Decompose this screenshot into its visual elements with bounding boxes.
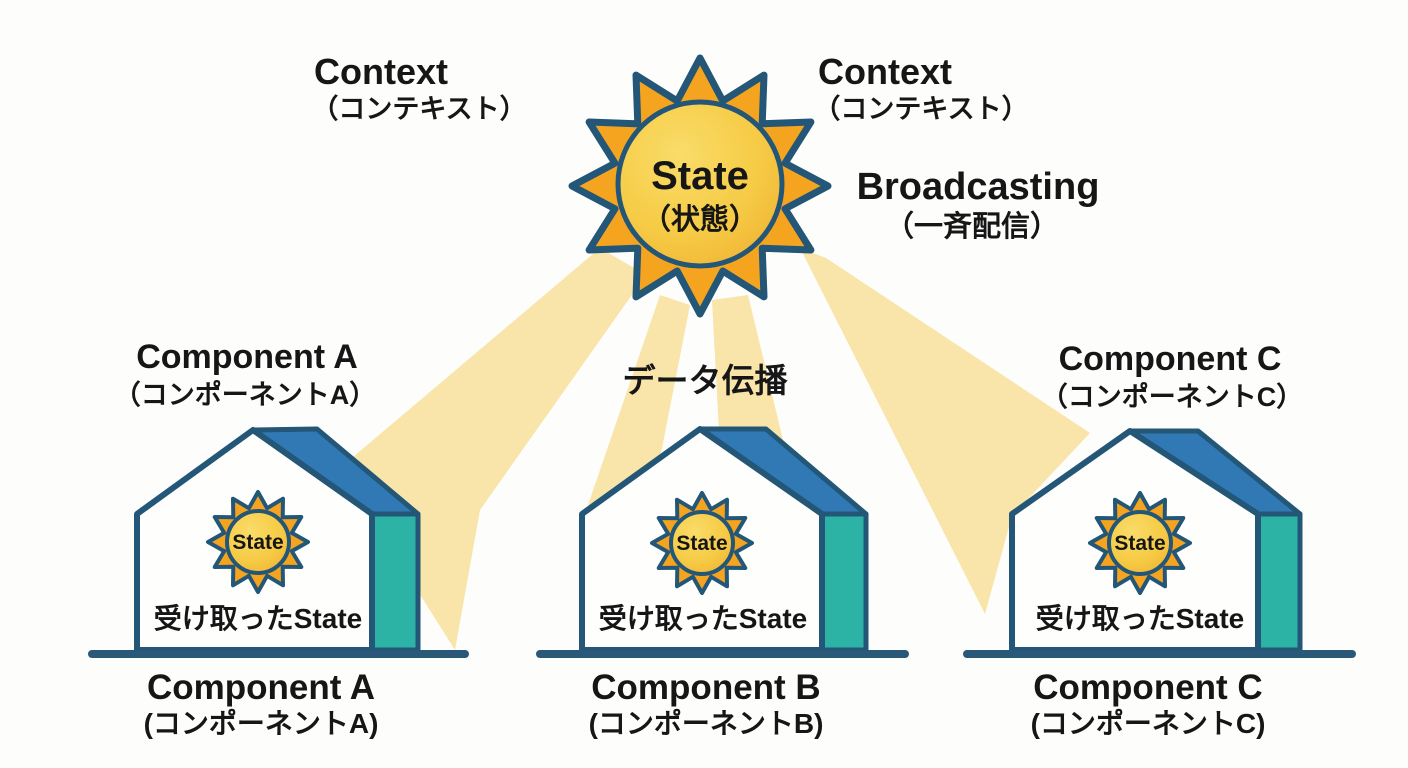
component-c-bottom-title: Component C xyxy=(1033,668,1262,707)
context-right-title: Context xyxy=(818,51,952,92)
component-b-bottom-title: Component B xyxy=(591,668,820,707)
top-labels: Context （コンテキスト） Context （コンテキスト） Broadc… xyxy=(311,51,1099,399)
beam-to-component-c xyxy=(800,248,1090,614)
component-a-top-title: Component A xyxy=(136,338,358,376)
beam-to-component-b-left xyxy=(588,295,690,520)
house-b-sun-label: State xyxy=(676,532,727,555)
house-component-a: State 受け取ったState xyxy=(88,426,469,658)
house-c-sun-core xyxy=(1107,510,1173,576)
state-label-ja: （状態） xyxy=(642,202,758,236)
component-a-bottom-subtitle: (コンポーネントA) xyxy=(144,708,379,739)
component-captions: Component A （コンポーネントA） Component C （コンポー… xyxy=(114,338,1304,739)
component-a-top-subtitle: （コンポーネントA） xyxy=(114,380,377,410)
broadcasting-title: Broadcasting xyxy=(857,166,1100,208)
house-c-side-wall xyxy=(1255,511,1303,653)
house-a-received-state: 受け取ったState xyxy=(154,603,362,634)
house-c-received-state: 受け取ったState xyxy=(1036,603,1244,634)
context-right-subtitle: （コンテキスト） xyxy=(813,94,1028,124)
house-b-sun-core xyxy=(669,510,735,576)
house-b-side-wall xyxy=(819,511,869,653)
component-a-bottom-title: Component A xyxy=(147,668,375,707)
house-a-sun-core xyxy=(225,509,291,575)
data-propagation-label: データ伝播 xyxy=(623,362,789,399)
house-a-side-wall xyxy=(369,511,421,653)
context-left-title: Context xyxy=(314,51,448,92)
house-b-received-state: 受け取ったState xyxy=(599,603,807,634)
sun-core xyxy=(615,99,785,269)
house-component-b: State 受け取ったState xyxy=(536,426,909,658)
component-c-bottom-subtitle: (コンポーネントC) xyxy=(1031,708,1266,739)
component-b-bottom-subtitle: (コンポーネントB) xyxy=(589,708,824,739)
state-label: State xyxy=(651,154,749,198)
context-left-subtitle: （コンテキスト） xyxy=(311,94,526,124)
broadcasting-subtitle: （一斉配信） xyxy=(885,210,1059,243)
house-a-sun-label: State xyxy=(232,531,283,554)
component-c-top-title: Component C xyxy=(1059,340,1282,378)
component-c-top-subtitle: （コンポーネントC） xyxy=(1041,382,1304,412)
house-component-c: State 受け取ったState xyxy=(963,428,1356,658)
context-sun: State （状態） xyxy=(568,54,832,318)
house-c-sun-label: State xyxy=(1114,532,1165,555)
